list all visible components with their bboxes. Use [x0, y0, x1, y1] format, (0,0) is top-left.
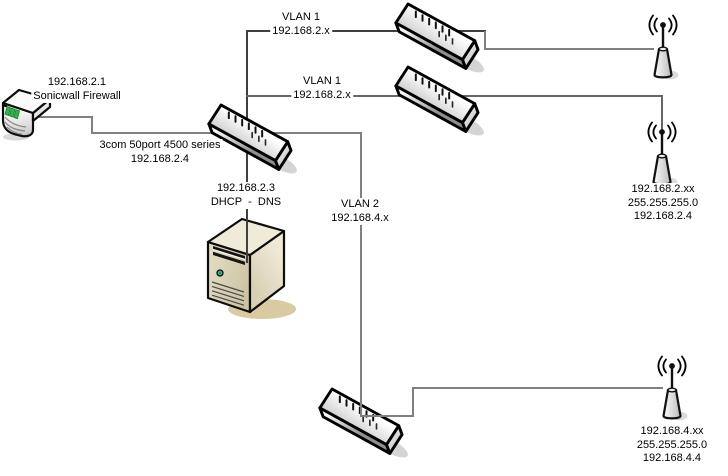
core-switch-label: 3com 50port 4500 series 192.168.2.4: [97, 139, 223, 166]
ap2-mask: 255.255.255.0: [627, 196, 699, 209]
vlan2-label: VLAN 2 192.168.4.x: [329, 198, 391, 225]
server-icon: [200, 212, 300, 324]
ap3-label: 192.168.4.xx 255.255.255.0 192.168.4.4: [634, 425, 710, 466]
link-ap3-segment: [412, 388, 414, 417]
vlan1-top-name: VLAN 1: [282, 11, 320, 23]
link-ap1-segment: [484, 48, 654, 50]
vlan2-name: VLAN 2: [341, 198, 379, 210]
link-firewall-core-segment: [91, 116, 93, 134]
ap3-gateway: 192.168.4.4: [642, 452, 702, 464]
link-ap1-segment: [484, 31, 486, 50]
firewall-name: Sonicwall Firewall: [33, 89, 121, 102]
server-label: 192.168.2.3 DHCP - DNS: [208, 182, 284, 209]
vlan1-top-label: VLAN 1 192.168.2.x: [270, 11, 332, 38]
firewall-label: 192.168.2.1 Sonicwall Firewall: [31, 76, 123, 103]
link-vlan1-top-segment: [246, 30, 486, 32]
vlan2-subnet: 192.168.4.x: [331, 211, 389, 224]
server-ip: 192.168.2.3: [216, 182, 276, 194]
access-point-2-icon: [638, 119, 686, 191]
core-switch-model: 3com 50port 4500 series: [99, 139, 221, 151]
ap2-gateway: 192.168.2.4: [633, 210, 693, 222]
firewall-ip: 192.168.2.1: [47, 76, 107, 88]
ap3-mask: 255.255.255.0: [636, 438, 708, 451]
server-roles: DHCP - DNS: [210, 195, 282, 208]
ap2-label: 192.168.2.xx 255.255.255.0 192.168.2.4: [625, 183, 701, 224]
vlan1-top-subnet: 192.168.2.x: [272, 24, 330, 37]
link-vlan2-segment: [360, 415, 414, 417]
vlan1-mid-label: VLAN 1 192.168.2.x: [291, 75, 353, 102]
link-ap2-segment: [661, 95, 663, 130]
access-point-3-icon: [648, 353, 696, 425]
link-ap3-segment: [412, 387, 663, 389]
access-point-1-icon: [639, 12, 687, 84]
link-vlan2-segment: [360, 132, 362, 417]
ap2-ip: 192.168.2.xx: [631, 183, 695, 195]
access-switch-2-icon: [391, 57, 494, 137]
ap3-ip: 192.168.4.xx: [640, 425, 704, 437]
vlan1-mid-subnet: 192.168.2.x: [293, 88, 351, 101]
core-switch-ip: 192.168.2.4: [130, 152, 190, 165]
vlan1-mid-name: VLAN 1: [303, 75, 341, 87]
link-firewall-core-segment: [38, 116, 93, 118]
access-switch-3-icon: [315, 379, 418, 459]
